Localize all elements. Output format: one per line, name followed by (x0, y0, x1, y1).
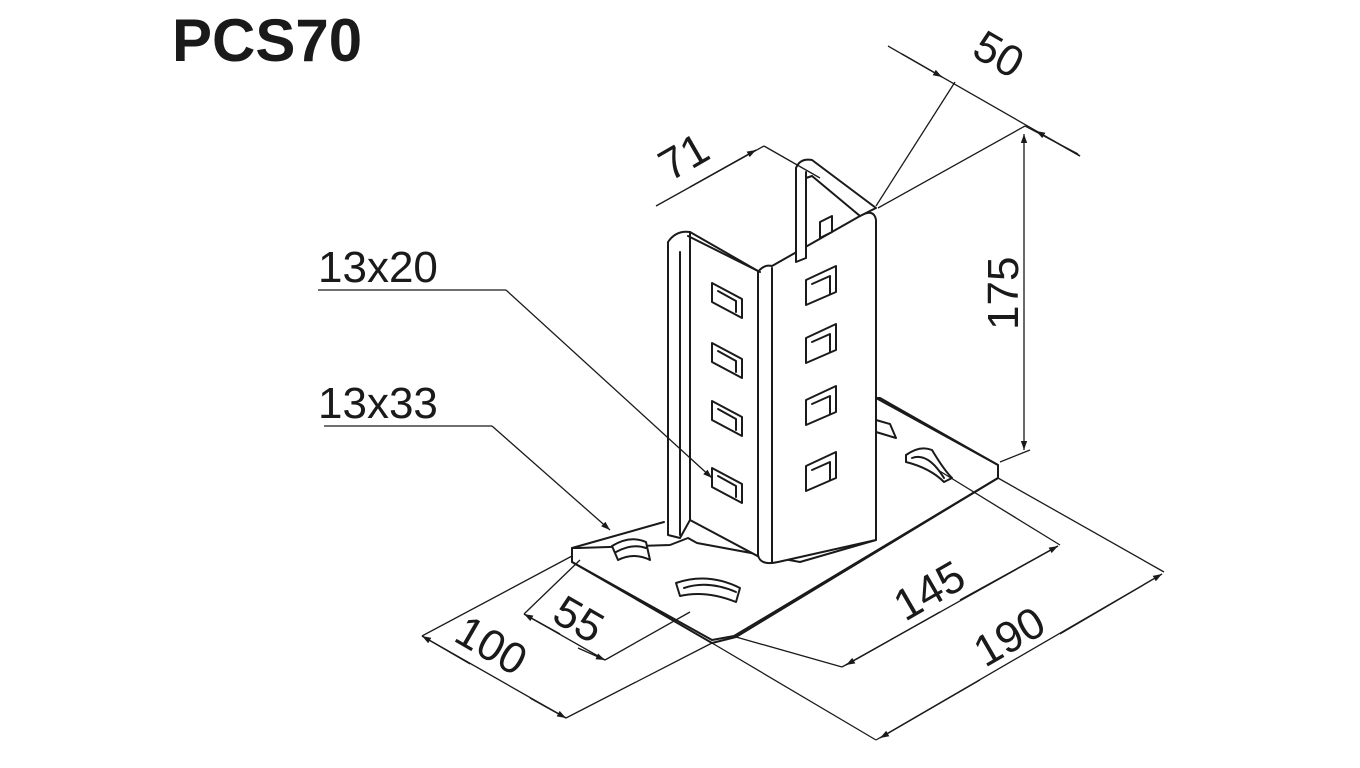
base-slot-left (611, 538, 651, 561)
post-front-slots (805, 215, 837, 492)
label-slot-lower: 13x33 (318, 379, 438, 428)
post-left-web (689, 231, 766, 561)
base-plate-edge (571, 477, 999, 641)
dim-plate-length-inner: 145 (886, 552, 974, 631)
dim-post-depth: 50 (965, 21, 1032, 88)
post-left-slots (711, 282, 743, 504)
dim-plate-width: 100 (447, 606, 535, 685)
dim-post-width: 71 (651, 124, 718, 191)
base-slot-front (675, 577, 741, 603)
dim-post-height: 175 (979, 257, 1028, 330)
post-front-face (757, 211, 877, 565)
product-title: PCS70 (172, 7, 363, 74)
label-slot-upper: 13x20 (318, 243, 438, 292)
dim-plate-length: 190 (966, 598, 1054, 677)
dim-plate-width-inner: 55 (545, 586, 612, 653)
